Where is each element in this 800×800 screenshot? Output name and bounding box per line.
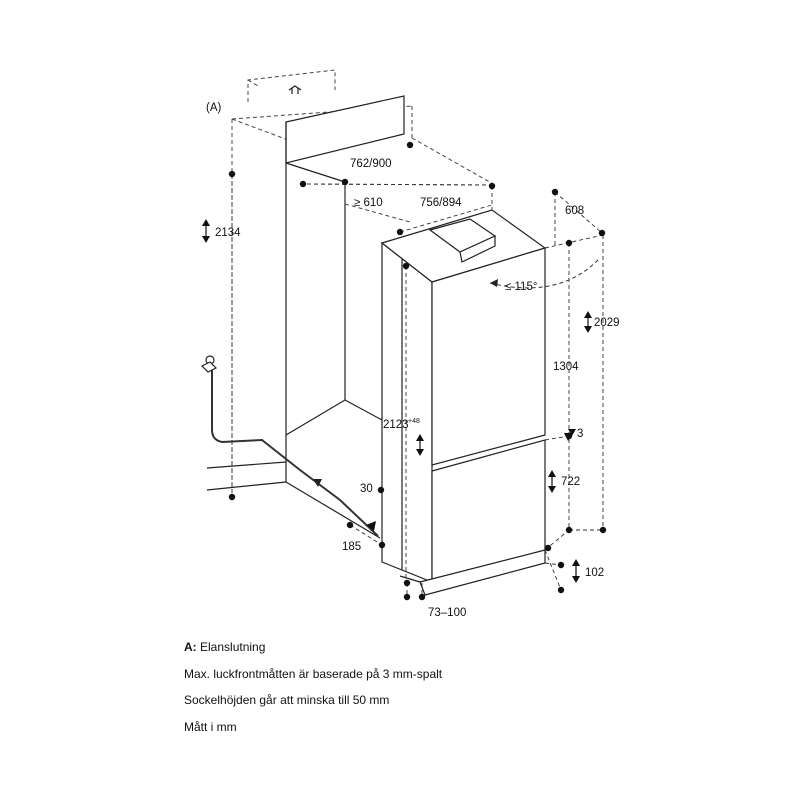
- dim-door-gap: 3: [577, 428, 583, 440]
- legend-a-text: Elanslutning: [196, 640, 266, 654]
- dim-appliance-depth: 608: [565, 205, 584, 217]
- legend: A: Elanslutning Max. luckfrontmåtten är …: [184, 634, 744, 740]
- dim-freezer-door-height: 722: [561, 476, 580, 488]
- door-swing-arc: [489, 257, 601, 289]
- dim-vent-gap: 30: [360, 483, 373, 495]
- legend-note-1: Max. luckfrontmåtten är baserade på 3 mm…: [184, 666, 443, 681]
- legend-a: A: Elanslutning: [184, 634, 744, 661]
- vent-gap-arrow: [366, 521, 376, 531]
- hose-flow-arrow: [313, 479, 322, 487]
- supply-hose: [211, 365, 379, 537]
- dim-plinth-height: 102: [585, 567, 604, 579]
- door-swing-arrow: [490, 279, 498, 287]
- niche-walls: [206, 95, 405, 539]
- dim-niche-min-height-tolerance: +48: [408, 418, 420, 425]
- power-socket-icon: [288, 85, 302, 94]
- legend-note-3: Mått i mm: [184, 719, 237, 734]
- legend-note-2: Sockelhöjden går att minska till 50 mm: [184, 693, 390, 707]
- dim-appliance-width: 756/894: [420, 197, 462, 209]
- dim-appliance-height: 2029: [594, 317, 620, 329]
- dimension-dots: [228, 141, 607, 601]
- hose-connector-icon: [200, 355, 218, 373]
- door-gap-arrow: [564, 433, 572, 441]
- dim-niche-min-height: 2123: [383, 419, 409, 431]
- dim-plinth-depth: 185: [342, 541, 361, 553]
- dim-niche-height: 2134: [215, 227, 241, 239]
- dim-plinth-setback: 73–100: [428, 607, 466, 619]
- dim-niche-width: 762/900: [350, 158, 392, 170]
- appliance: [380, 209, 547, 596]
- dimension-arrows: [202, 219, 592, 583]
- arrow-stems: [205, 226, 589, 576]
- dim-fridge-door-height: 1304: [553, 361, 579, 373]
- dimension-lines: [231, 174, 604, 597]
- dim-door-angle: ≤ 115°: [505, 281, 537, 293]
- legend-a-key: A:: [184, 640, 197, 654]
- label-a: (A): [206, 102, 222, 114]
- dim-niche-depth: ≥ 610: [354, 197, 383, 209]
